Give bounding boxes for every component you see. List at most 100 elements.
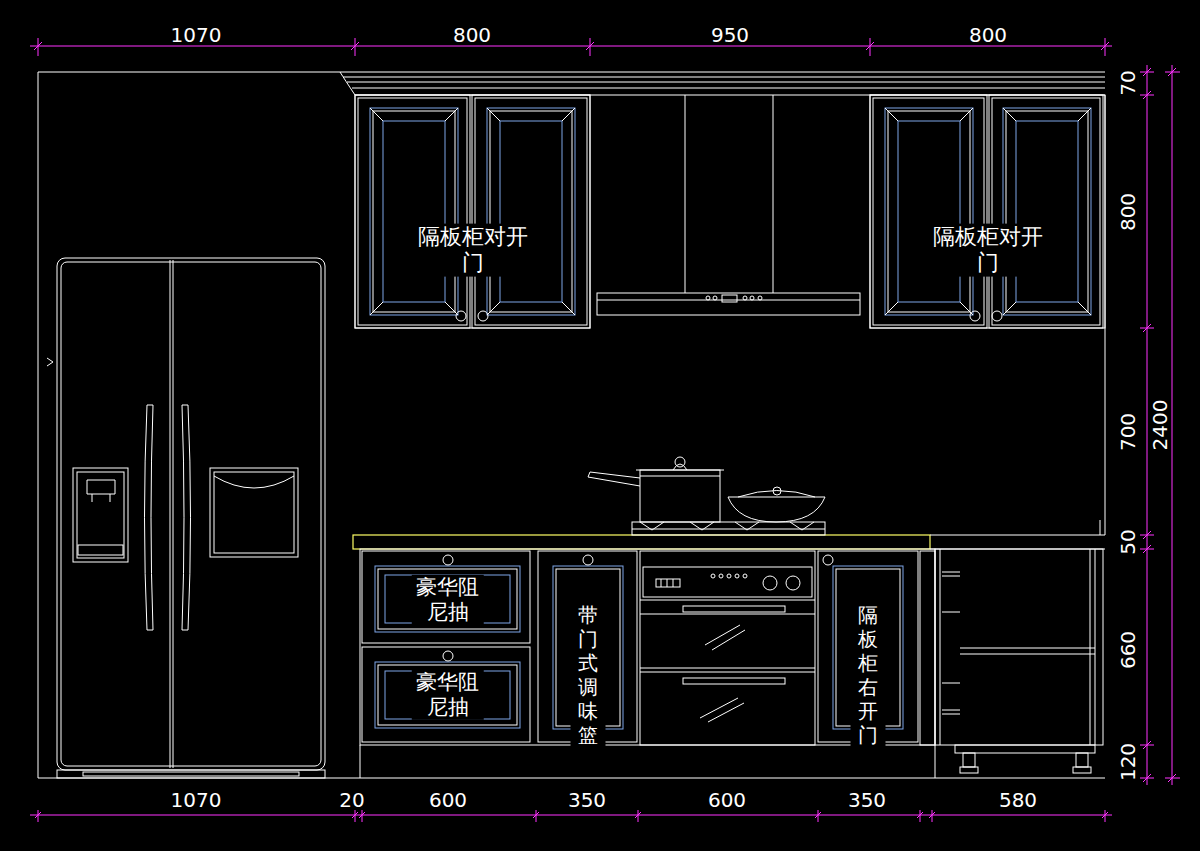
countertop-part	[930, 520, 1105, 549]
double-door-cabinet: 隔板柜对开门	[870, 95, 1105, 328]
cabinet-label: 豪华阻尼抽	[411, 670, 484, 720]
refrigerator-part	[61, 262, 321, 766]
base-cabinet-part	[443, 651, 453, 661]
base-cabinet-part	[360, 549, 935, 745]
upper-cabinet-right-part	[888, 111, 970, 312]
crown-molding	[340, 72, 1105, 95]
open-cabinet-part	[1076, 753, 1088, 767]
base-cabinet-part	[375, 662, 520, 728]
cabinet-label: 隔板柜对开门	[414, 224, 532, 277]
dimension-text: 350	[567, 790, 607, 810]
upper-cabinet-left-part	[475, 98, 587, 325]
built-in-oven-part	[640, 600, 815, 672]
cabinet-label: 隔板柜 右开门	[851, 603, 886, 747]
base-cabinet-part	[920, 551, 935, 745]
refrigerator-part	[145, 405, 154, 630]
upper-cabinet-right-part	[873, 98, 984, 325]
range-hood-part	[597, 293, 860, 315]
upper-cabinet-left-part	[355, 95, 590, 328]
range-hood-part	[685, 95, 773, 293]
crown-molding-part	[340, 72, 1105, 95]
wall-outline	[38, 72, 1105, 778]
base-cabinet-part	[823, 555, 833, 565]
base-cabinet	[360, 549, 935, 778]
range-hood	[597, 95, 860, 315]
range-hood-part	[743, 296, 747, 300]
open-cabinet-part	[963, 753, 975, 767]
upper-cabinet-left-part	[456, 311, 466, 321]
open-cabinet-part	[960, 767, 978, 773]
dimension-text: 50	[1118, 528, 1138, 555]
double-door-cabinet: 隔板柜对开门	[355, 95, 590, 328]
wall-outline-part	[38, 72, 1105, 778]
dimension-text: 580	[998, 790, 1038, 810]
refrigerator-part	[182, 405, 191, 630]
dimension-text: 800	[452, 25, 492, 45]
base-cabinet-part	[375, 566, 520, 632]
built-in-oven	[640, 551, 815, 745]
drawer-front: 豪华阻尼抽	[375, 566, 520, 632]
dimension-text: 660	[1118, 630, 1138, 670]
cabinet-door: 隔板柜 右开门	[833, 566, 903, 729]
refrigerator-part	[83, 772, 299, 776]
range-hood-part	[750, 296, 754, 300]
built-in-oven-part	[643, 567, 812, 597]
cooktop-and-pots-part	[773, 487, 781, 495]
base-cabinet-part	[583, 555, 593, 565]
upper-cabinet-left-part	[370, 108, 575, 315]
cooktop-and-pots-part	[640, 470, 720, 522]
refrigerator-part	[57, 770, 325, 778]
dimension-text: 600	[428, 790, 468, 810]
dimension-text: 1070	[170, 790, 223, 810]
upper-cabinet-right-part	[1006, 111, 1088, 312]
dimension-text: 20	[338, 790, 365, 810]
dimension-text: 1070	[170, 25, 223, 45]
open-cabinet-part	[940, 549, 1095, 745]
open-cabinet	[935, 549, 1103, 773]
upper-cabinet-right-part	[1003, 108, 1091, 315]
upper-cabinet-right-part	[885, 108, 1091, 315]
range-hood-part	[722, 295, 737, 302]
upper-cabinet-right	[870, 95, 1105, 328]
built-in-oven-part	[735, 574, 739, 578]
refrigerator	[47, 258, 325, 778]
cooktop-and-pots	[588, 457, 825, 535]
dimension-text: 70	[1118, 69, 1138, 96]
upper-cabinet-right-part	[870, 95, 987, 328]
refrigerator-part	[77, 472, 124, 558]
open-cabinet-part	[1073, 767, 1091, 773]
countertop-part	[353, 535, 930, 549]
refrigerator-part	[210, 468, 298, 557]
built-in-oven-part	[683, 678, 785, 684]
built-in-oven-part	[743, 574, 747, 578]
cooktop-and-pots-part	[588, 472, 640, 486]
cooktop-and-pots-part	[675, 457, 685, 467]
spice-rack-door: 带门式 调味篮	[553, 566, 623, 729]
cabinet-label: 隔板柜对开门	[929, 224, 1047, 277]
built-in-oven-part	[727, 574, 731, 578]
base-cabinet-part	[378, 569, 517, 629]
dimension-text: 350	[847, 790, 887, 810]
refrigerator-part	[214, 472, 294, 553]
range-hood-part	[706, 296, 710, 300]
cabinet-label: 带门式 调味篮	[571, 603, 606, 747]
cooktop-and-pots-part	[636, 470, 724, 476]
cooktop-and-pots-part	[728, 497, 825, 522]
upper-cabinet-right-part	[992, 98, 1100, 325]
upper-cabinet-right-part	[992, 311, 1002, 321]
refrigerator-part	[47, 358, 53, 366]
open-cabinet-part	[955, 745, 1095, 753]
dimension-text: 700	[1118, 412, 1138, 452]
drawer-front: 豪华阻尼抽	[375, 662, 520, 728]
built-in-oven-part	[656, 579, 680, 587]
dimension-text: 800	[968, 25, 1008, 45]
range-hood-part	[713, 296, 717, 300]
upper-cabinet-left-part	[472, 95, 590, 328]
base-cabinet-part	[360, 745, 935, 778]
dimension-text: 800	[1118, 192, 1138, 232]
refrigerator-part	[73, 468, 128, 562]
open-cabinet-part	[942, 572, 960, 714]
built-in-oven-part	[683, 606, 785, 612]
upper-cabinet-left	[355, 95, 590, 328]
